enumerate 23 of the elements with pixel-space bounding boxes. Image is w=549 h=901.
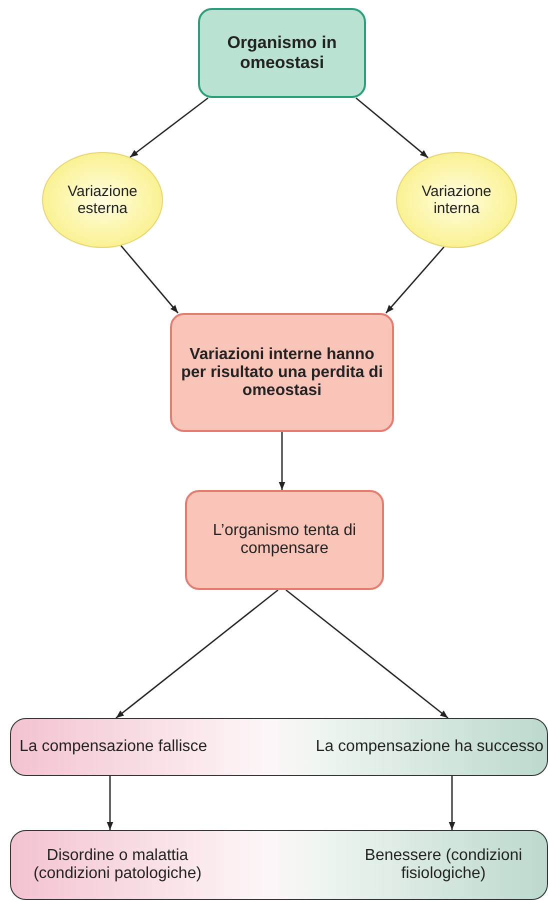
arrow [448,776,456,830]
arrow [130,97,208,158]
arrow [286,589,448,719]
arrow [106,776,114,830]
node-label: La compensazione ha successo [316,738,544,756]
arrow [116,589,278,719]
arrow [120,245,179,314]
arrow [385,246,445,314]
gradient-band [10,830,548,900]
node-label: Organismo in omeostasi [226,33,338,73]
arrow [278,432,286,490]
node-label: La compensazione fallisce [20,738,208,756]
node-label: Disordine o malattia (condizioni patologiche) [32,846,203,882]
process-box [198,8,366,98]
gradient-band [10,718,548,776]
node-label: L’organismo tenta di compensare [212,522,358,558]
node-label: Variazione interna [420,183,492,217]
node-label: Benessere (condizioni fisiologiche) [364,846,524,882]
node-label: Variazione esterna [66,183,138,217]
process-box [170,313,394,432]
node-label: Variazioni interne hanno per risultato una perdita di omeostasi [180,346,384,400]
arrow [356,97,428,158]
process-box [185,490,384,590]
